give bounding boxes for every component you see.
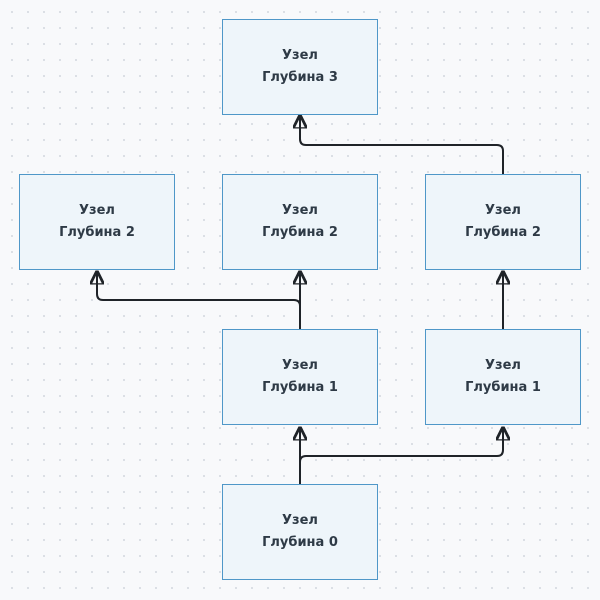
node-depth-1-middle[interactable]: Узел Глубина 1 — [222, 329, 378, 425]
node-label: Узел — [282, 48, 318, 63]
node-depth: Глубина 0 — [262, 535, 338, 550]
node-label: Узел — [282, 358, 318, 373]
node-depth: Глубина 1 — [465, 380, 541, 395]
edge-d0-d1b — [299, 428, 503, 484]
node-depth-0[interactable]: Узел Глубина 0 — [222, 484, 378, 580]
node-depth-2-left[interactable]: Узел Глубина 2 — [19, 174, 175, 270]
node-depth: Глубина 1 — [262, 380, 338, 395]
node-depth-1-right[interactable]: Узел Глубина 1 — [425, 329, 581, 425]
node-label: Узел — [485, 358, 521, 373]
node-depth-3[interactable]: Узел Глубина 3 — [222, 19, 378, 115]
node-label: Узел — [282, 513, 318, 528]
node-depth: Глубина 2 — [465, 225, 541, 240]
node-depth-2-right[interactable]: Узел Глубина 2 — [425, 174, 581, 270]
node-depth-2-middle[interactable]: Узел Глубина 2 — [222, 174, 378, 270]
node-label: Узел — [79, 203, 115, 218]
node-depth: Глубина 2 — [59, 225, 135, 240]
edge-d1a-d2a — [97, 272, 301, 329]
node-depth: Глубина 3 — [262, 70, 338, 85]
edge-d2c-d3 — [300, 116, 504, 174]
node-label: Узел — [282, 203, 318, 218]
node-label: Узел — [485, 203, 521, 218]
node-depth: Глубина 2 — [262, 225, 338, 240]
